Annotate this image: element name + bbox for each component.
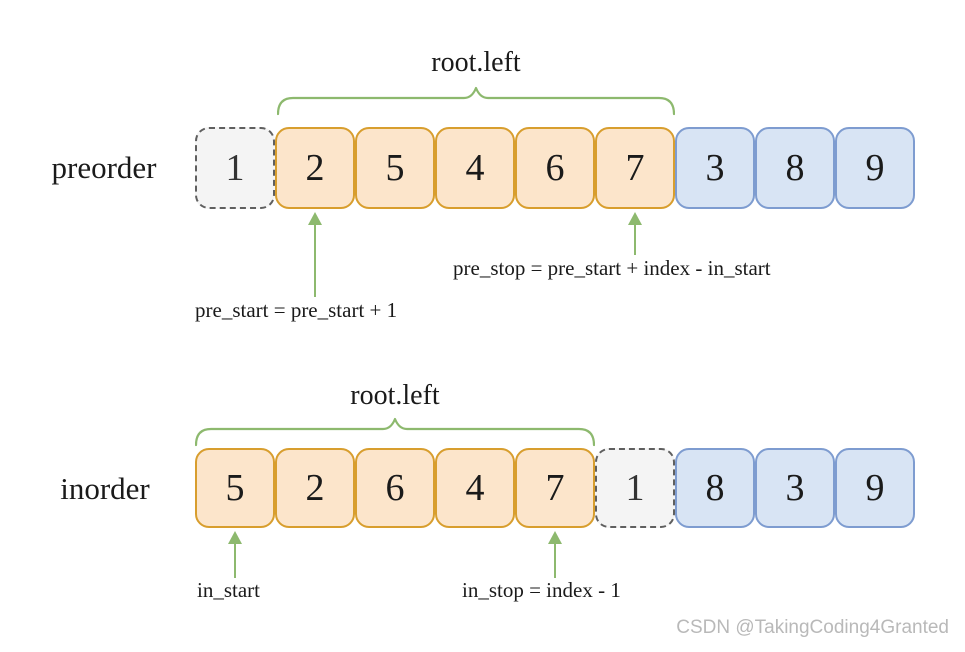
in-stop-annotation: in_stop = index - 1 <box>462 578 621 602</box>
in-start-annotation: in_start <box>197 578 260 602</box>
preorder-cell: 2 <box>275 127 355 209</box>
preorder-cell: 8 <box>755 127 835 209</box>
pre-stop-annotation: pre_stop = pre_start + index - in_start <box>453 256 771 280</box>
pre-start-arrow-icon <box>308 212 322 297</box>
preorder-cell: 5 <box>355 127 435 209</box>
arrow-stem <box>233 544 237 578</box>
inorder-cell: 2 <box>275 448 355 528</box>
inorder-cell: 5 <box>195 448 275 528</box>
arrow-stem <box>633 225 637 255</box>
preorder-brace-label: root.left <box>431 47 521 78</box>
inorder-cell: 6 <box>355 448 435 528</box>
csdn-watermark: CSDN @TakingCoding4Granted <box>676 617 949 638</box>
inorder-brace-label: root.left <box>350 380 440 411</box>
preorder-cell: 9 <box>835 127 915 209</box>
preorder-cell: 7 <box>595 127 675 209</box>
arrow-head-icon <box>548 531 562 544</box>
inorder-cell: 4 <box>435 448 515 528</box>
pre-start-annotation: pre_start = pre_start + 1 <box>195 298 398 322</box>
inorder-cell: 3 <box>755 448 835 528</box>
preorder-row-label: preorder <box>51 150 157 185</box>
arrow-stem <box>313 225 317 297</box>
in-start-arrow-icon <box>228 531 242 578</box>
preorder-cell: 6 <box>515 127 595 209</box>
inorder-cell: 7 <box>515 448 595 528</box>
inorder-cell: 8 <box>675 448 755 528</box>
arrow-stem <box>553 544 557 578</box>
arrow-head-icon <box>308 212 322 225</box>
inorder-cell: 9 <box>835 448 915 528</box>
preorder-cell: 4 <box>435 127 515 209</box>
preorder-root-left-brace <box>277 86 675 116</box>
in-stop-arrow-icon <box>548 531 562 578</box>
inorder-cell-root: 1 <box>595 448 675 528</box>
arrow-head-icon <box>628 212 642 225</box>
inorder-root-left-brace <box>195 417 595 447</box>
inorder-row-label: inorder <box>60 471 150 506</box>
pre-stop-arrow-icon <box>628 212 642 255</box>
preorder-cell: 3 <box>675 127 755 209</box>
preorder-cell-root: 1 <box>195 127 275 209</box>
arrow-head-icon <box>228 531 242 544</box>
